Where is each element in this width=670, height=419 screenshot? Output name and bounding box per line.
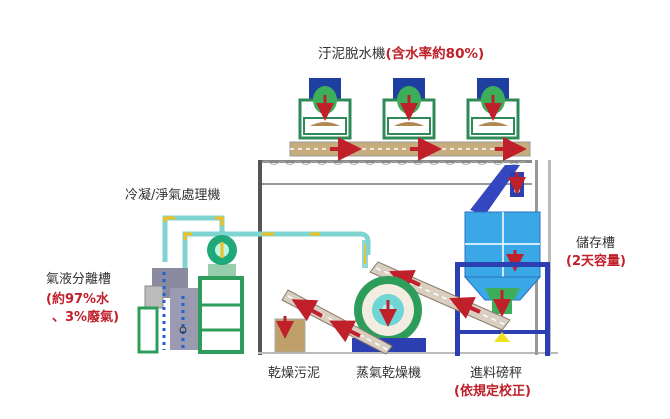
moisture-content-note: (含水率約80%): [385, 46, 485, 62]
storage-tank: [455, 165, 550, 356]
dewatering-unit-3: [466, 78, 520, 140]
feed-scale-note: (依規定校正): [454, 384, 531, 399]
top-screw-conveyor: [261, 137, 531, 165]
pipes: [162, 215, 371, 268]
gas-liquid-separator: [137, 268, 198, 354]
condenser: [198, 235, 244, 354]
separator-note-1: (約97%水: [46, 292, 110, 307]
steam-dryer: [352, 240, 426, 352]
dewatering-unit-1: [298, 78, 352, 140]
separator-note-2: 、3%廢氣): [52, 310, 120, 325]
dried-sludge-bin: [274, 316, 306, 353]
storage-tank-label: 儲存槽: [576, 236, 616, 251]
storage-capacity-note: (2天容量): [566, 254, 626, 269]
dried-sludge-label: 乾燥污泥: [268, 366, 321, 381]
condenser-label: 冷凝/淨氣處理機: [125, 188, 221, 203]
dewatering-machines: [298, 78, 520, 140]
discharge-conveyor: [281, 289, 393, 355]
separator-label: 氣液分離槽: [46, 272, 112, 287]
feed-conveyor: [369, 261, 511, 331]
dewatering-unit-2: [382, 78, 436, 140]
steam-dryer-label: 蒸氣乾燥機: [356, 366, 422, 381]
dewatering-machine-label: 汙泥脫水機: [318, 46, 386, 62]
dewatering-machine-title: 汙泥脫水機(含水率約80%): [318, 42, 484, 62]
feed-scale-label: 進料磅秤: [470, 366, 523, 381]
